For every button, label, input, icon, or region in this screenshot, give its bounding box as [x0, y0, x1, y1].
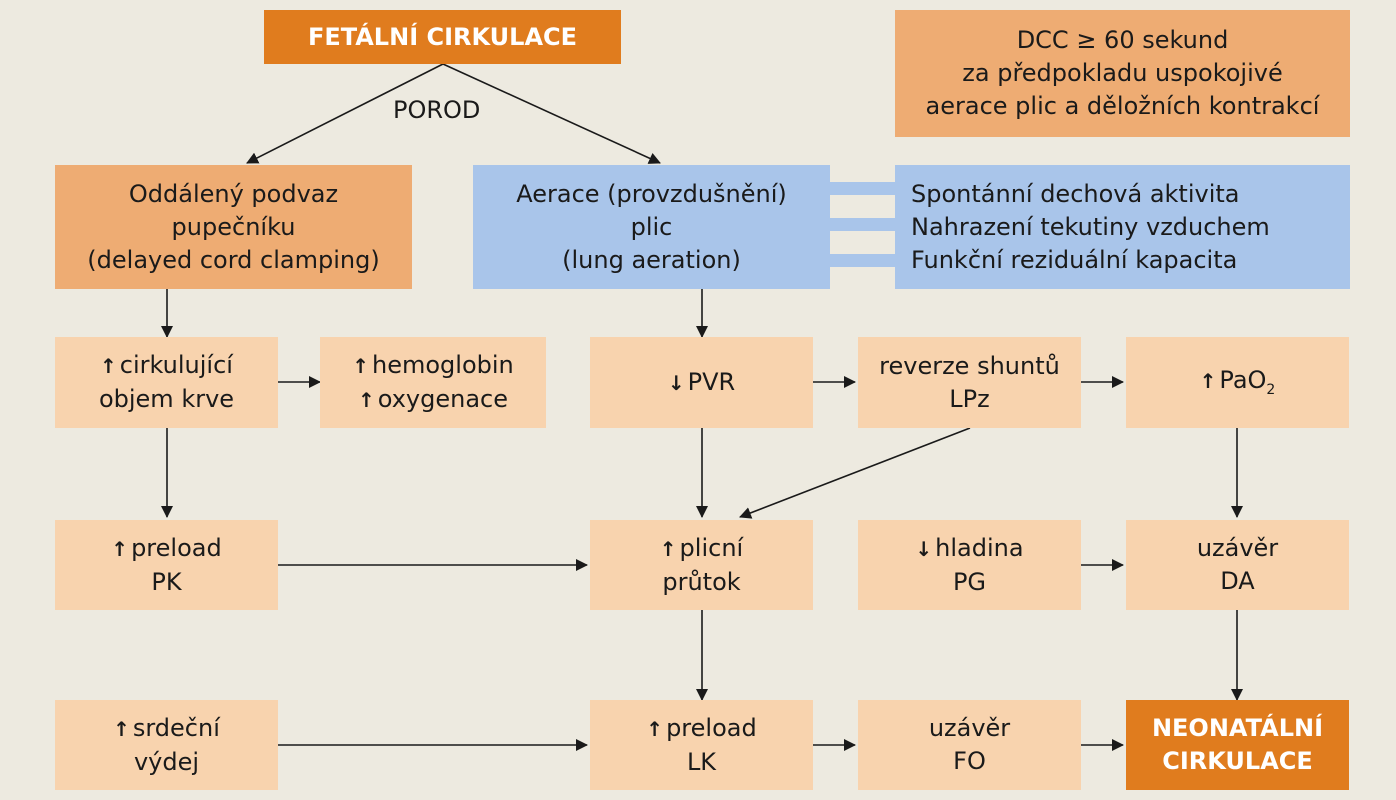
pg-level-box: ↓hladina PG	[858, 520, 1081, 610]
down-arrow-icon: ↓	[667, 370, 685, 395]
note-line-2: za předpokladu uspokojivé	[962, 59, 1283, 87]
pao2-label: PaO	[1219, 366, 1267, 394]
up-arrow-icon: ↑	[100, 354, 117, 378]
preload-lk-line-2: LK	[686, 747, 717, 776]
pg-line-1: hladina	[935, 533, 1024, 562]
blood-volume-box: ↑cirkulující objem krve	[55, 337, 278, 428]
up-arrow-icon: ↑	[659, 536, 677, 561]
preload-pk-line-2: PK	[151, 567, 182, 596]
aeration-effects-box: Spontánní dechová aktivita Nahrazení tek…	[895, 165, 1350, 289]
arrow-shunt-to-pulmonary-flow	[739, 427, 971, 519]
arrow-fetal-to-dcc	[246, 63, 444, 164]
arrow-fetal-to-aeration	[442, 63, 661, 164]
pulmonary-flow-line-1: plicní	[679, 533, 744, 562]
aeration-line-1: Aerace (provzdušnění)	[516, 179, 787, 208]
cardiac-output-line-1: srdeční	[132, 713, 220, 742]
dcc-line-3: (delayed cord clamping)	[87, 245, 380, 274]
cardiac-output-line-2: výdej	[133, 747, 200, 776]
up-arrow-icon: ↑	[646, 716, 664, 741]
birth-label: POROD	[393, 96, 481, 124]
note-line-1: DCC ≥ 60 sekund	[1016, 26, 1229, 54]
preload-lk-line-1: preload	[666, 713, 757, 742]
fetal-circulation-box: FETÁLNÍ CIRKULACE	[264, 10, 621, 64]
up-arrow-icon: ↑	[352, 353, 369, 378]
da-line-1: uzávěr	[1196, 534, 1279, 562]
lung-aeration-box: Aerace (provzdušnění) plic (lung aeratio…	[473, 165, 830, 289]
blood-volume-line-1: cirkulující	[119, 351, 233, 379]
blue-connector-bar	[828, 218, 896, 231]
dcc-note-box: DCC ≥ 60 sekund za předpokladu uspokojiv…	[895, 10, 1350, 137]
up-arrow-icon: ↑	[358, 387, 375, 412]
up-arrow-icon: ↑	[113, 716, 130, 741]
pvr-label: PVR	[687, 367, 736, 396]
neonatal-line-2: CIRKULACE	[1162, 747, 1313, 775]
shunt-line-1: reverze shuntů	[879, 351, 1060, 380]
da-closure-box: uzávěr DA	[1126, 520, 1349, 610]
fo-line-1: uzávěr	[928, 714, 1011, 742]
up-arrow-icon: ↑	[111, 536, 129, 561]
aeration-line-2: plic	[630, 212, 673, 241]
pao2-box: ↑PaO2	[1126, 337, 1349, 428]
neonatal-line-1: NEONATÁLNÍ	[1151, 714, 1324, 742]
hemoglobin-label: hemoglobin	[372, 350, 514, 379]
shunt-line-2: LPz	[949, 384, 990, 413]
dcc-line-2: pupečníku	[171, 212, 296, 241]
blue-connector-bar	[828, 254, 896, 267]
neonatal-circulation-box: NEONATÁLNÍ CIRKULACE	[1126, 700, 1349, 790]
pvr-box: ↓PVR	[590, 337, 813, 428]
effect-breathing: Spontánní dechová aktivita	[911, 179, 1240, 208]
effect-fluid-replacement: Nahrazení tekutiny vzduchem	[911, 212, 1270, 241]
aeration-line-3: (lung aeration)	[562, 245, 741, 274]
dcc-line-1: Oddálený podvaz	[128, 179, 339, 208]
preload-lk-box: ↑preload LK	[590, 700, 813, 790]
preload-pk-line-1: preload	[131, 533, 222, 562]
fo-line-2: FO	[953, 747, 986, 775]
preload-pk-box: ↑preload PK	[55, 520, 278, 610]
fo-closure-box: uzávěr FO	[858, 700, 1081, 790]
cardiac-output-box: ↑srdeční výdej	[55, 700, 278, 790]
oxygenation-label: oxygenace	[377, 384, 508, 413]
up-arrow-icon: ↑	[1199, 369, 1217, 393]
down-arrow-icon: ↓	[915, 536, 933, 561]
note-line-3: aerace plic a děložních kontrakcí	[925, 92, 1320, 120]
fetal-circulation-label: FETÁLNÍ CIRKULACE	[307, 22, 578, 51]
pg-line-2: PG	[952, 567, 987, 596]
shunt-reversal-box: reverze shuntů LPz	[858, 337, 1081, 428]
pulmonary-flow-line-2: průtok	[662, 567, 741, 596]
blue-connector-bar	[828, 182, 896, 195]
da-line-2: DA	[1220, 567, 1255, 595]
pulmonary-flow-box: ↑plicní průtok	[590, 520, 813, 610]
pao2-subscript: 2	[1266, 382, 1276, 398]
delayed-cord-clamping-box: Oddálený podvaz pupečníku (delayed cord …	[55, 165, 412, 289]
hemoglobin-box: ↑hemoglobin ↑oxygenace	[320, 337, 546, 428]
effect-frc: Funkční reziduální kapacita	[911, 245, 1238, 274]
blood-volume-line-2: objem krve	[98, 385, 235, 413]
